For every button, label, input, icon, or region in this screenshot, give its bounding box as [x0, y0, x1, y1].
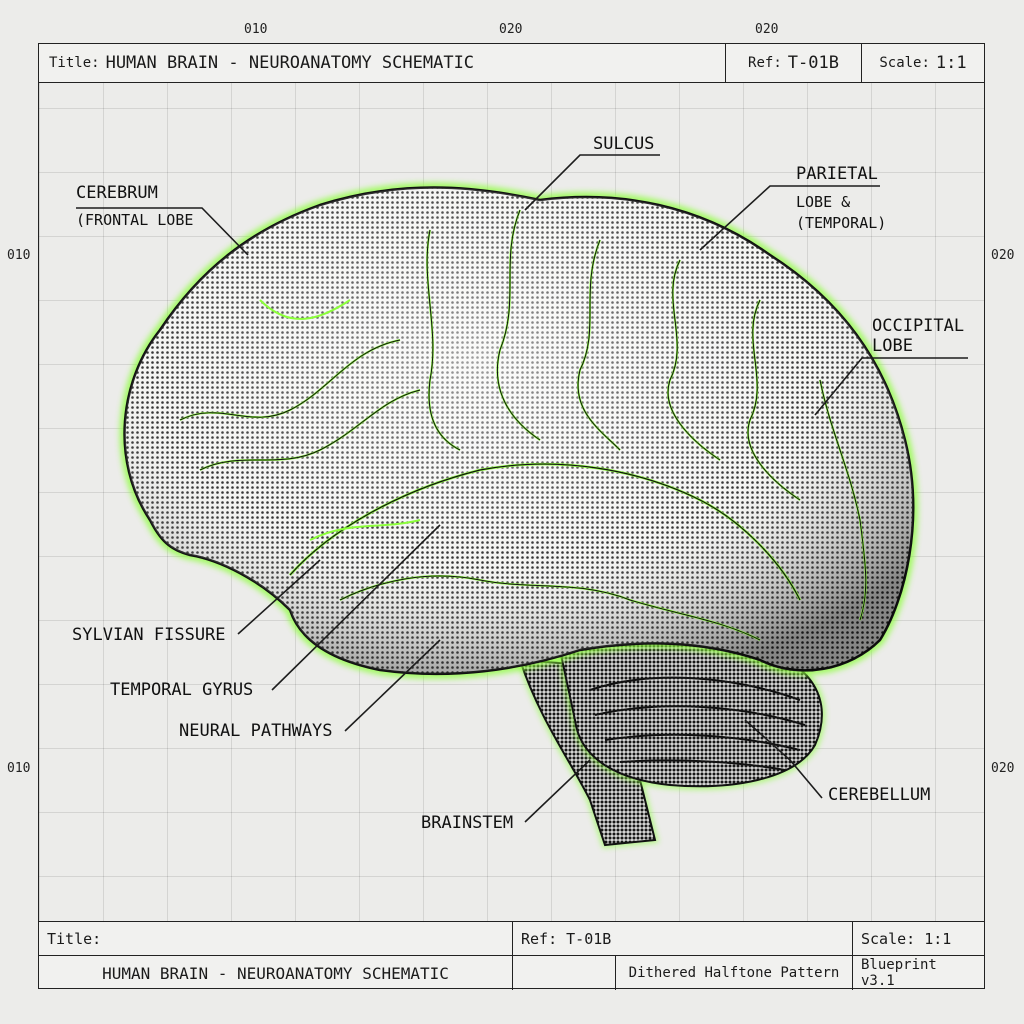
- footer-title-label: Title:: [47, 929, 102, 948]
- footer-pattern: Dithered Halftone Pattern: [628, 965, 840, 981]
- footer-title: HUMAN BRAIN - NEUROANATOMY SCHEMATIC: [102, 963, 449, 983]
- title-label: Title:: [49, 55, 100, 71]
- cerebrum-shape: [119, 182, 919, 679]
- label-temporal-gyrus: TEMPORAL GYRUS: [110, 680, 254, 700]
- label-brainstem: BRAINSTEM: [421, 813, 514, 833]
- leader-occipital: [814, 357, 968, 416]
- axis-left-1: 010: [7, 248, 31, 263]
- scale-label: Scale:: [879, 55, 930, 71]
- leader-temporal-gyrus: [271, 524, 441, 691]
- label-occipital: OCCIPITAL: [872, 316, 965, 336]
- axis-top-3: 020: [755, 22, 779, 37]
- leader-brainstem: [524, 759, 591, 823]
- leader-neural: [344, 639, 441, 732]
- label-temporal-paren: (TEMPORAL): [796, 214, 887, 232]
- label-lobe-and: LOBE &: [796, 193, 851, 211]
- label-sulcus: SULCUS: [593, 134, 655, 154]
- axis-left-2: 010: [7, 761, 31, 776]
- cerebellum-shape: [555, 637, 826, 790]
- label-sylvian-fissure: SYLVIAN FISSURE: [72, 625, 226, 645]
- footer-scale: Scale: 1:1: [861, 929, 952, 948]
- leader-cerebrum: [76, 207, 249, 256]
- ref-label: Ref:: [748, 55, 782, 71]
- label-frontal-lobe: (FRONTAL LOBE: [76, 211, 194, 229]
- label-cerebellum: CEREBELLUM: [828, 785, 931, 805]
- page-title: HUMAN BRAIN - NEUROANATOMY SCHEMATIC: [105, 53, 475, 73]
- label-cerebrum: CEREBRUM: [76, 183, 158, 203]
- label-parietal: PARIETAL: [796, 164, 878, 184]
- leader-lines: [76, 154, 968, 823]
- label-occipital-lobe: LOBE: [872, 336, 913, 356]
- axis-right-2: 020: [991, 761, 1015, 776]
- axis-right-1: 020: [991, 248, 1015, 263]
- axis-top-1: 010: [244, 22, 268, 37]
- leader-parietal: [699, 185, 880, 251]
- ref-value: T-01B: [787, 53, 839, 73]
- axis-top-2: 020: [499, 22, 523, 37]
- title-block-top: Title: HUMAN BRAIN - NEUROANATOMY SCHEMA…: [38, 43, 985, 83]
- scale-value: 1:1: [935, 53, 967, 73]
- title-block-bottom: Title: Ref: T-01B Scale: 1:1 HUMAN BRAIN…: [38, 921, 985, 990]
- footer-ref: Ref: T-01B: [521, 929, 612, 948]
- label-neural-pathways: NEURAL PATHWAYS: [179, 721, 333, 741]
- leader-sulcus: [524, 154, 660, 211]
- leader-cerebellum: [744, 719, 823, 799]
- leader-sylvian: [237, 559, 321, 635]
- footer-version: Blueprint v3.1: [861, 957, 937, 989]
